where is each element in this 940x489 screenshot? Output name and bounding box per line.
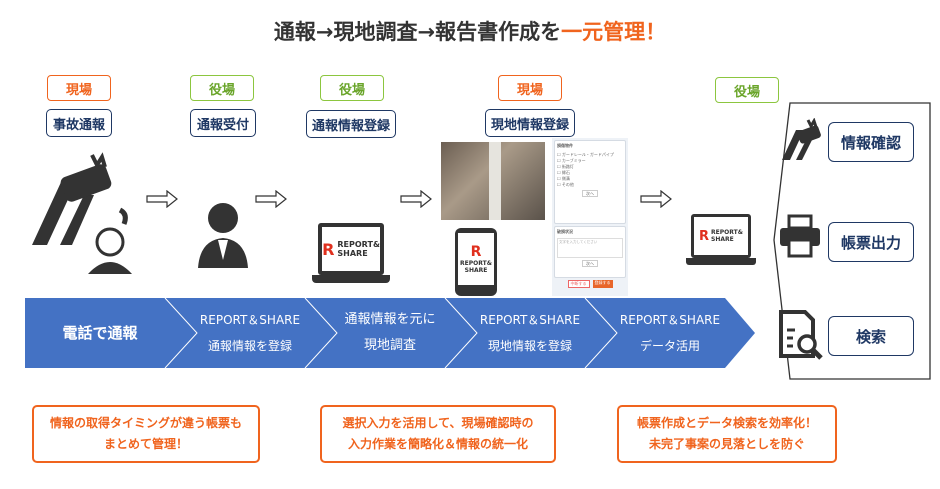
flow-label: 現地情報を登録 <box>487 339 572 353</box>
arrow-right-icon <box>146 190 178 208</box>
flow-label: REPORT＆SHARE <box>199 313 301 327</box>
flow-label: REPORT＆SHARE <box>479 313 581 327</box>
title-suffix: ！ <box>645 20 667 44</box>
flow-register-site: REPORT＆SHARE 現地情報を登録 <box>460 298 600 368</box>
search-button[interactable]: 検索 <box>828 316 914 356</box>
form-option[interactable]: ガードレール・ガードパイプ <box>561 152 614 157</box>
logo-text: SHARE <box>711 236 734 243</box>
next-button[interactable]: 次へ <box>582 190 598 197</box>
benefit-note: 選択入力を活用して、現場確認時の入力作業を簡略化＆情報の統一化 <box>320 405 556 463</box>
step-report-received: 通報受付 <box>190 109 256 137</box>
arrow-right-icon <box>255 190 287 208</box>
site-photo <box>441 142 545 220</box>
form-option[interactable]: カーブミラー <box>561 158 586 163</box>
form-option[interactable]: 縁石 <box>561 170 570 175</box>
note-text: 情報の取得タイミングが違う帳票も <box>49 416 242 430</box>
note-text: まとめて管理！ <box>103 437 188 451</box>
logo-text: REPORT& <box>337 240 380 249</box>
logo-text: REPORT& <box>711 229 743 236</box>
form-option[interactable]: 側溝 <box>561 176 570 181</box>
logo-text: SHARE <box>464 267 488 274</box>
step-site-register: 現地情報登録 <box>485 109 575 137</box>
form-card-title: 損傷物件 <box>557 143 573 148</box>
info-check-button[interactable]: 情報確認 <box>828 122 914 162</box>
flow-site-survey: 通報情報を元に現地調査 <box>320 298 460 368</box>
title-text: 通報→現地調査→報告書作成を <box>273 20 562 44</box>
logo-text: REPORT& <box>460 260 492 267</box>
flow-register-report: REPORT＆SHARE 通報情報を登録 <box>180 298 320 368</box>
tag-genba: 現場 <box>47 75 111 101</box>
process-flow-band <box>25 298 755 368</box>
tag-yakuba: 役場 <box>715 77 779 103</box>
damage-textarea[interactable]: 文字を入力してください <box>557 238 623 258</box>
step-report-register: 通報情報登録 <box>306 110 396 138</box>
mobile-form-screenshot: 損傷物件 ☐ ガードレール・ガードパイプ ☐ カーブミラー ☐ 街路灯 ☐ 縁石… <box>552 138 628 296</box>
flow-label: 現地調査 <box>363 338 416 353</box>
flow-label: REPORT＆SHARE <box>619 313 721 327</box>
submit-button[interactable]: 登録する <box>592 280 613 288</box>
printer-icon <box>780 214 820 258</box>
note-text: 選択入力を活用して、現場確認時の <box>342 416 534 430</box>
flow-label: 通報情報を元に <box>344 312 436 327</box>
note-text: 帳票作成とデータ検索を効率化！ <box>636 416 817 430</box>
flow-data-use: REPORT＆SHARE データ活用 <box>600 298 740 368</box>
form-output-button[interactable]: 帳票出力 <box>828 222 914 262</box>
form-option[interactable]: その他 <box>561 182 574 187</box>
logo-mark: R <box>322 239 335 259</box>
note-text: 未完了事案の見落としを防ぐ <box>648 437 805 451</box>
benefit-note: 帳票作成とデータ検索を効率化！ 未完了事案の見落としを防ぐ <box>617 405 837 463</box>
flow-label: データ活用 <box>639 339 700 353</box>
flow-label: 電話で通報 <box>62 324 138 342</box>
logo-text: SHARE <box>337 249 368 258</box>
flow-label: 通報情報を登録 <box>207 339 292 353</box>
tag-genba: 現場 <box>498 75 562 101</box>
pause-button[interactable]: 中断する <box>567 280 590 288</box>
tag-yakuba: 役場 <box>320 75 384 101</box>
form-option[interactable]: 街路灯 <box>561 164 574 169</box>
car-accident-phone-icon <box>32 152 132 274</box>
next-button[interactable]: 次へ <box>582 260 598 267</box>
arrow-right-icon <box>400 190 432 208</box>
document-search-icon <box>779 310 823 360</box>
flow-phone-report: 電話で通報 <box>25 298 175 368</box>
page-title: 通報→現地調査→報告書作成を一元管理！ <box>0 16 940 46</box>
title-highlight: 一元管理 <box>561 20 646 44</box>
tag-yakuba: 役場 <box>190 75 254 101</box>
operator-person-icon <box>198 203 248 268</box>
car-accident-icon <box>782 118 821 160</box>
form-card-title: 破損状況 <box>557 229 573 234</box>
step-accident-report: 事故通報 <box>46 109 112 137</box>
benefit-note: 情報の取得タイミングが違う帳票もまとめて管理！ <box>32 405 260 463</box>
arrow-right-icon <box>640 190 672 208</box>
note-text: 入力作業を簡略化＆情報の統一化 <box>347 437 528 451</box>
